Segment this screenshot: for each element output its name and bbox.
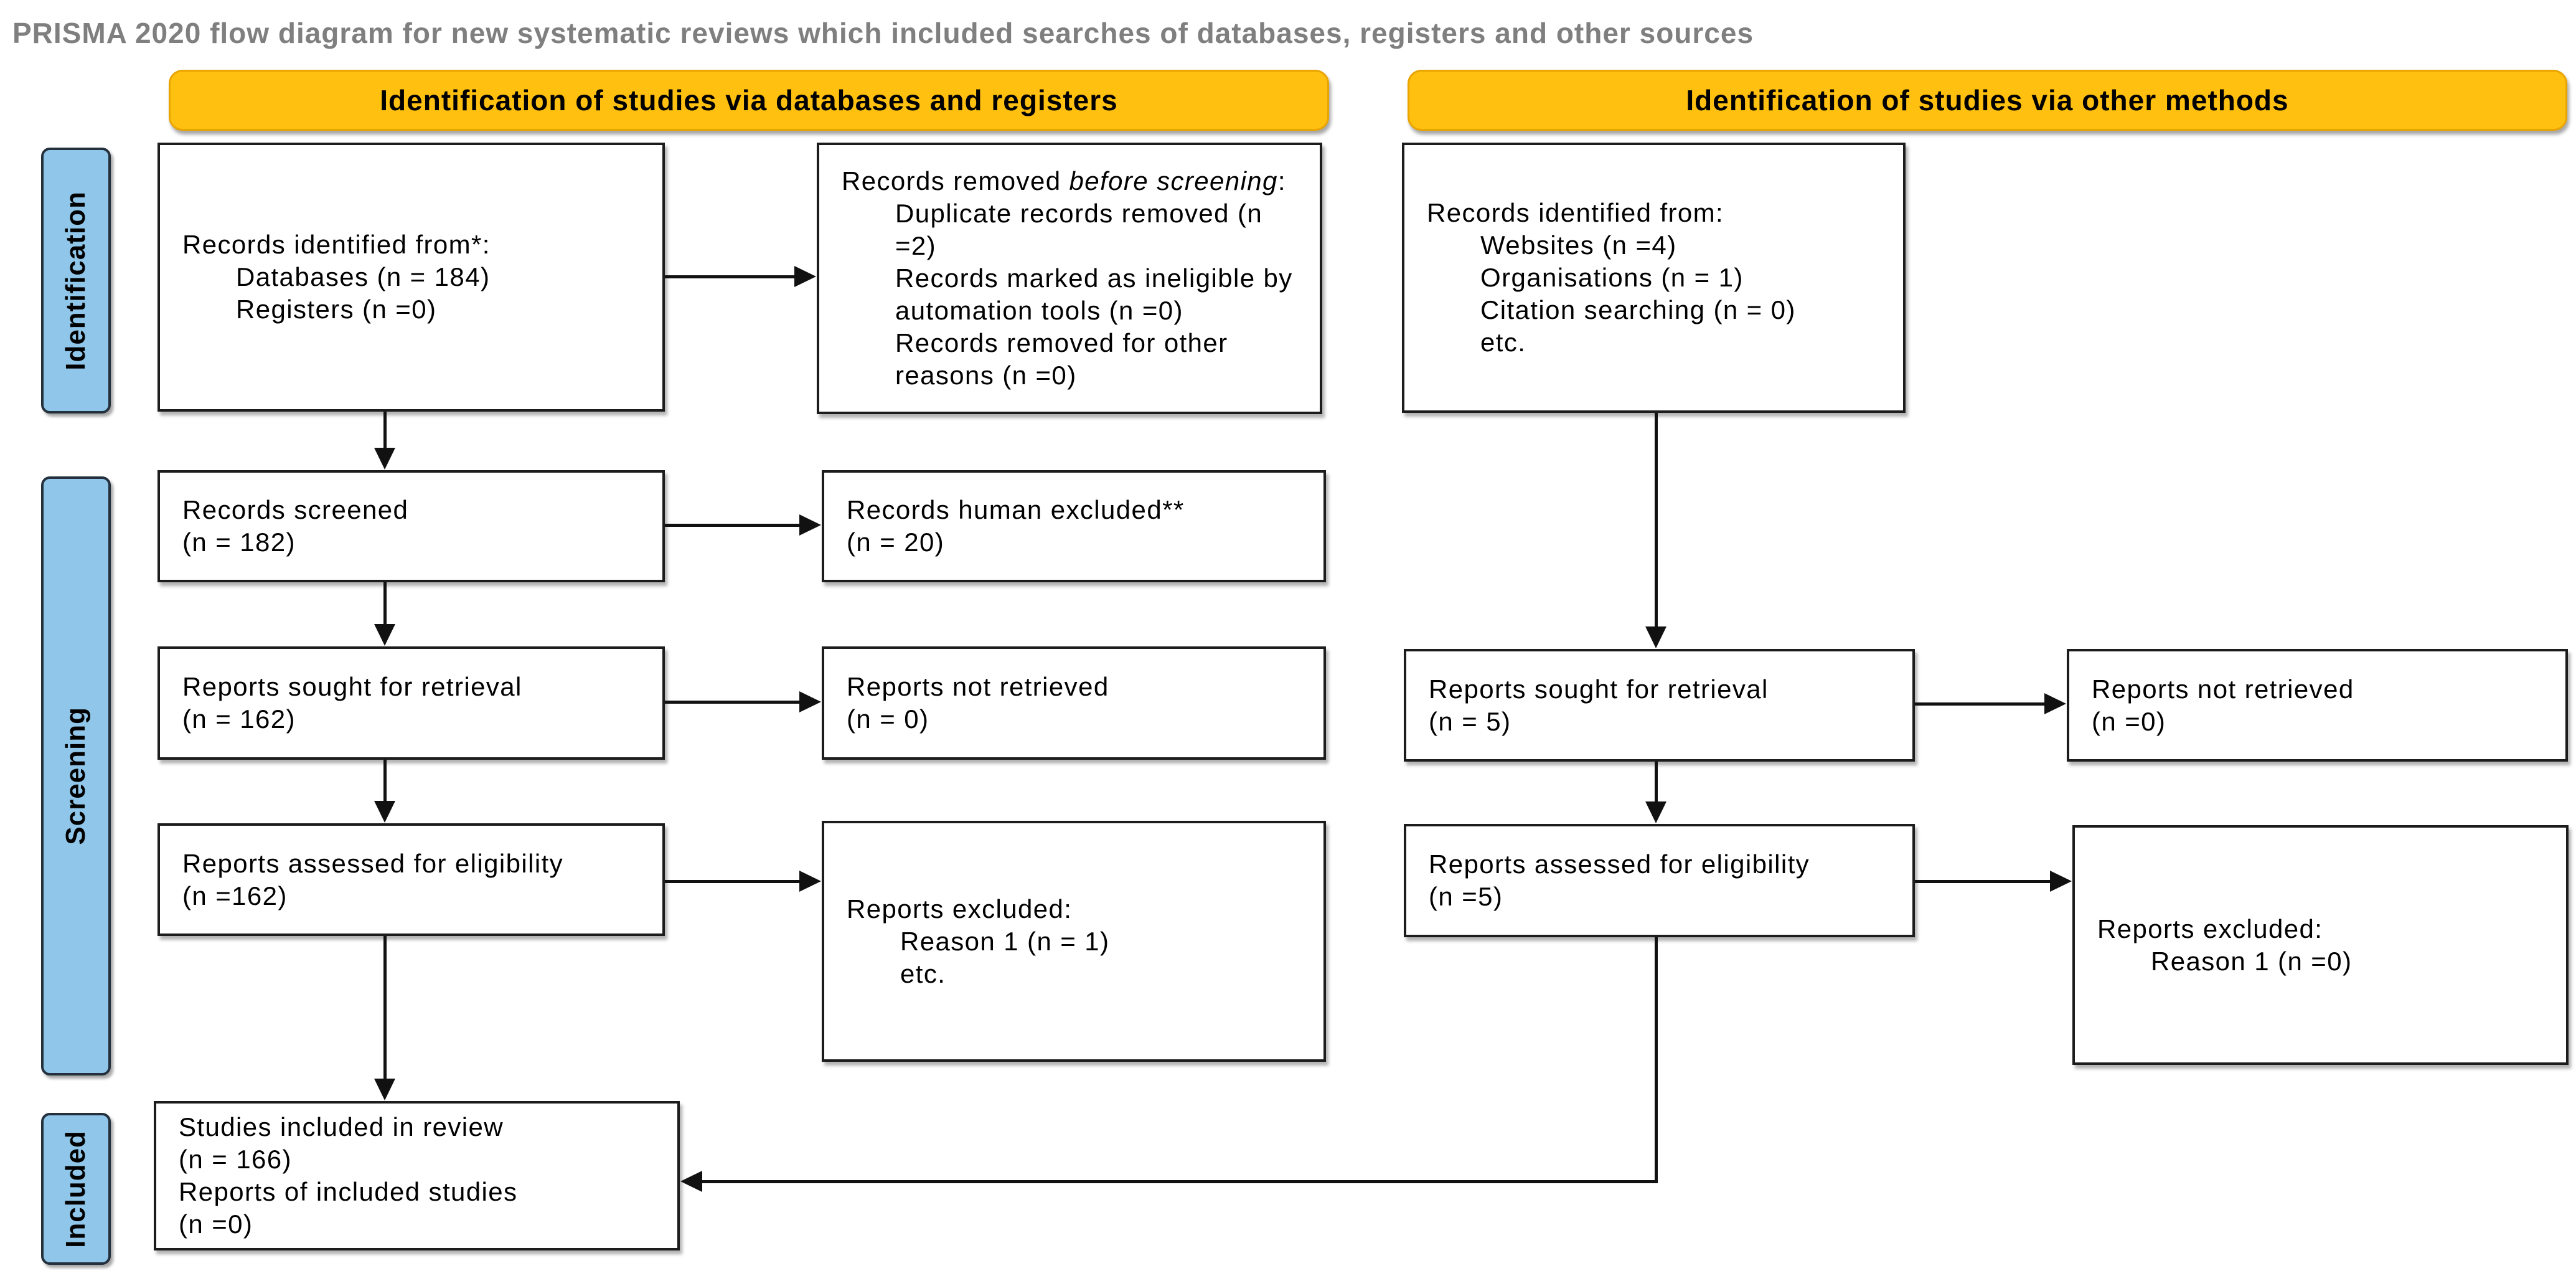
- box-records-human-excluded: Records human excluded** (n = 20): [822, 470, 1326, 582]
- box-records-removed-before-screening: Records removed before screening: Duplic…: [817, 143, 1322, 414]
- box-line: Reason 1 (n =0): [2151, 946, 2353, 976]
- box-reports-sought-other: Reports sought for retrieval (n = 5): [1404, 649, 1915, 762]
- sidebar-included-label: Included: [60, 1130, 91, 1248]
- box-line: Reports sought for retrieval: [182, 672, 522, 701]
- arrow-assessed-to-included: [374, 936, 395, 1100]
- box-line: (n =162): [182, 881, 288, 910]
- box-line: Records marked as ineligible by automati…: [895, 263, 1293, 325]
- arrow-sought-to-notretrieved-db: [665, 691, 821, 712]
- box-line: Reports not retrieved: [2092, 674, 2354, 704]
- box-studies-included: Studies included in review (n = 166) Rep…: [154, 1101, 680, 1250]
- box-reports-assessed-databases: Reports assessed for eligibility (n =162…: [157, 823, 665, 936]
- box-reports-excluded-databases: Reports excluded: Reason 1 (n = 1) etc.: [822, 821, 1326, 1062]
- arrow-sought-to-notretrieved-other: [1915, 693, 2066, 714]
- page-title: PRISMA 2020 flow diagram for new systema…: [12, 17, 1754, 49]
- arrow-identified-other-to-sought: [1645, 413, 1666, 648]
- box-records-screened: Records screened (n = 182): [157, 470, 665, 582]
- sidebar-screening-label: Screening: [60, 707, 91, 845]
- arrow-sought-to-assessed-db: [374, 760, 395, 823]
- elbow-other-to-included-horizontal: [680, 1171, 1658, 1192]
- box-line: Citation searching (n = 0): [1480, 295, 1796, 324]
- box-line: Reason 1 (n = 1): [900, 926, 1110, 956]
- arrow-screened-to-sought: [374, 582, 395, 646]
- arrow-screened-to-excluded: [665, 514, 821, 536]
- box-line: Reports assessed for eligibility: [1429, 849, 1810, 879]
- box-line: (n = 162): [182, 704, 296, 734]
- box-reports-not-retrieved-other: Reports not retrieved (n =0): [2067, 649, 2568, 762]
- elbow-other-to-included-vertical: [1655, 937, 1658, 1183]
- header-databases-registers-label: Identification of studies via databases …: [380, 84, 1118, 116]
- box-line: Records human excluded**: [847, 495, 1185, 524]
- header-databases-registers: Identification of studies via databases …: [169, 70, 1329, 131]
- box-line: Records identified from*:: [182, 230, 491, 259]
- box-records-identified-databases: Records identified from*: Databases (n =…: [157, 143, 665, 412]
- box-line: (n =0): [179, 1209, 253, 1239]
- box-line: Reports excluded:: [847, 894, 1073, 924]
- arrow-assessed-to-excluded-other: [1915, 871, 2072, 892]
- box-line: (n = 166): [179, 1145, 292, 1174]
- box-line: Websites (n =4): [1480, 230, 1677, 260]
- header-other-methods: Identification of studies via other meth…: [1408, 70, 2567, 131]
- box-line: (n =5): [1429, 882, 1503, 911]
- box-records-identified-other: Records identified from: Websites (n =4)…: [1402, 143, 1906, 413]
- arrow-identified-to-screened: [374, 412, 395, 470]
- box-reports-not-retrieved-databases: Reports not retrieved (n = 0): [822, 646, 1326, 760]
- box-line: (n = 5): [1429, 706, 1511, 736]
- box-line: Studies included in review: [179, 1112, 504, 1142]
- box-line: Reports of included studies: [179, 1177, 518, 1206]
- arrow-assessed-to-excluded-db: [665, 871, 821, 892]
- arrow-sought-to-assessed-other: [1645, 762, 1666, 823]
- box-line: Reports not retrieved: [847, 672, 1109, 701]
- box-reports-excluded-other: Reports excluded: Reason 1 (n =0): [2072, 825, 2569, 1065]
- sidebar-screening: Screening: [41, 476, 111, 1075]
- box-line: Records screened: [182, 495, 409, 524]
- sidebar-identification: Identification: [41, 148, 111, 414]
- box-reports-assessed-other: Reports assessed for eligibility (n =5): [1404, 824, 1915, 937]
- box-line: Organisations (n = 1): [1480, 263, 1744, 292]
- arrow-identified-to-removed: [665, 266, 816, 287]
- sidebar-identification-label: Identification: [60, 191, 91, 371]
- box-line: Reports excluded:: [2097, 914, 2323, 943]
- box-line: Registers (n =0): [236, 295, 437, 324]
- box-reports-sought-databases: Reports sought for retrieval (n = 162): [157, 646, 665, 760]
- box-line: etc.: [1480, 328, 1526, 357]
- box-line: (n = 0): [847, 704, 929, 734]
- box-line: Duplicate records removed (n =2): [895, 199, 1263, 260]
- sidebar-included: Included: [41, 1113, 111, 1265]
- box-line: (n = 20): [847, 527, 945, 557]
- box-line: (n = 182): [182, 527, 296, 557]
- box-line: Reports assessed for eligibility: [182, 848, 564, 878]
- box-line: Records removed for other reasons (n =0): [895, 328, 1228, 390]
- box-line: (n =0): [2092, 706, 2166, 736]
- header-other-methods-label: Identification of studies via other meth…: [1686, 84, 2289, 116]
- box-line: Reports sought for retrieval: [1429, 674, 1769, 704]
- box-line: Records identified from:: [1427, 198, 1724, 227]
- box-line: Databases (n = 184): [236, 262, 491, 291]
- box-line: etc.: [900, 958, 946, 988]
- box-line: Records removed before screening:: [842, 166, 1286, 196]
